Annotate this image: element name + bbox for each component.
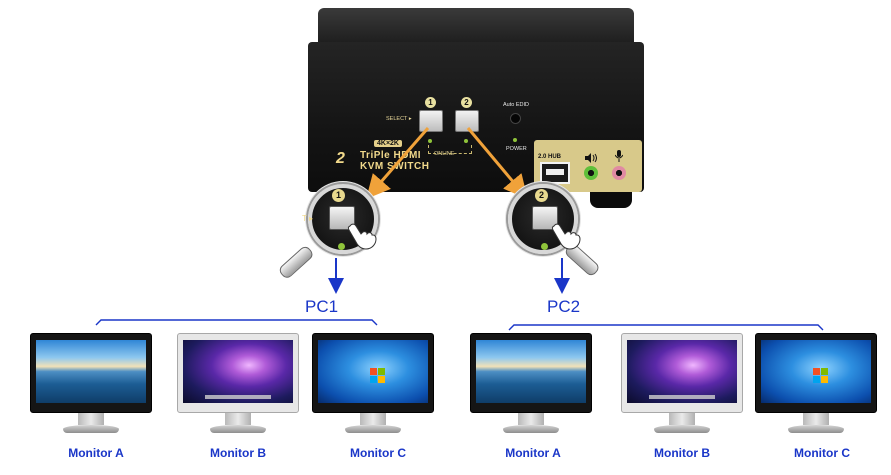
pc2-monitor-a xyxy=(470,333,592,433)
resolution-badge: 4K×2K xyxy=(374,140,402,147)
button-2-number: 2 xyxy=(461,97,472,108)
pointer-arrow-2 xyxy=(466,127,528,200)
bracket-pc2 xyxy=(508,324,824,331)
microphone-icon xyxy=(614,149,624,162)
power-led xyxy=(513,138,517,142)
pc1-label: PC1 xyxy=(305,297,339,316)
pc2-monitor-c-label: Monitor C xyxy=(794,446,850,460)
online-led-2 xyxy=(464,139,468,143)
button-1-number: 1 xyxy=(425,97,436,108)
monitor-screen xyxy=(318,340,428,403)
pc2-label: PC2 xyxy=(547,297,581,316)
brand-prefix: 2 xyxy=(336,150,346,167)
pc1-monitor-b-label: Monitor B xyxy=(210,446,266,460)
online-led-1 xyxy=(428,139,432,143)
pc1-monitor-a-label: Monitor A xyxy=(68,446,124,460)
magnifier-2-number: 2 xyxy=(535,189,548,202)
usb-hub-label: 2.0 HUB xyxy=(538,154,562,160)
online-label: ONLINE xyxy=(434,151,455,157)
magnifier-1-number: 1 xyxy=(332,189,345,202)
select-button-1[interactable] xyxy=(419,110,443,132)
pc1-monitor-c-label: Monitor C xyxy=(350,446,406,460)
pc1-monitor-a xyxy=(30,333,152,433)
kvm-device-foot xyxy=(590,190,632,208)
power-label: POWER xyxy=(506,146,527,152)
pointing-hand-icon xyxy=(346,220,377,250)
pointing-hand-icon xyxy=(550,220,581,250)
brand-line-1: TriPle HDMI xyxy=(360,150,422,161)
select-button-2[interactable] xyxy=(455,110,479,132)
pc1-monitor-c xyxy=(312,333,434,433)
windows-logo-icon xyxy=(813,368,829,384)
pc2-monitor-a-label: Monitor A xyxy=(505,446,561,460)
select-label: SELECT ▸ xyxy=(386,116,412,122)
usb-port[interactable] xyxy=(540,162,570,184)
magnifier-1-led xyxy=(338,243,345,250)
monitor-screen xyxy=(476,340,586,403)
bracket-pc1 xyxy=(95,319,378,326)
pc1-monitor-b xyxy=(177,333,299,433)
audio-out-jack[interactable] xyxy=(584,166,598,180)
mic-in-jack[interactable] xyxy=(612,166,626,180)
pc2-monitor-b xyxy=(621,333,743,433)
auto-edid-button[interactable] xyxy=(510,113,521,124)
speaker-icon xyxy=(585,150,597,163)
magnifier-1-select-text: T ▸ xyxy=(302,214,313,223)
pc2-monitor-b-label: Monitor B xyxy=(654,446,710,460)
windows-logo-icon xyxy=(370,368,386,384)
pointer-arrow-1 xyxy=(366,127,430,200)
kvm-device-top xyxy=(318,8,634,46)
magnifier-2-led xyxy=(541,243,548,250)
auto-edid-label: Auto EDID xyxy=(503,102,529,108)
monitor-screen xyxy=(183,340,293,403)
monitor-screen xyxy=(627,340,737,403)
pc2-monitor-c xyxy=(755,333,877,433)
online-bracket xyxy=(428,145,472,154)
monitor-screen xyxy=(36,340,146,403)
monitor-screen xyxy=(761,340,871,403)
